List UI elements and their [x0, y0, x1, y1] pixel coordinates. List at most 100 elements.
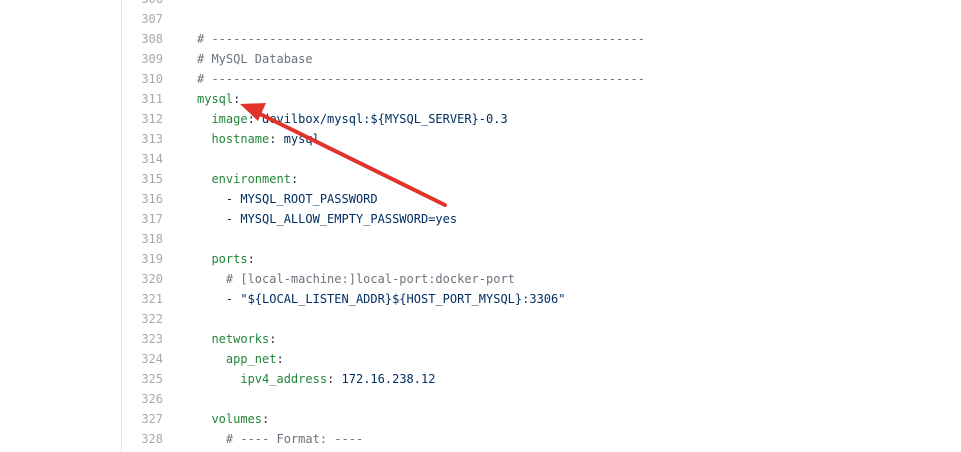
code-line: 325 ipv4_address: 172.16.238.12 [122, 369, 961, 389]
line-number[interactable]: 313 [141, 132, 163, 146]
line-number[interactable]: 310 [141, 72, 163, 86]
code-text [163, 309, 197, 329]
line-number[interactable]: 326 [141, 392, 163, 406]
yaml-separator: - [225, 212, 241, 226]
code-line: 315 environment: [122, 169, 961, 189]
yaml-separator: : [290, 172, 299, 186]
yaml-separator: : [269, 132, 284, 146]
line-number[interactable]: 315 [141, 172, 163, 186]
code-line: 314 [122, 149, 961, 169]
line-number[interactable]: 328 [141, 432, 163, 446]
line-number[interactable]: 312 [141, 112, 163, 126]
code-line: 328 # ---- Format: ---- [122, 429, 961, 449]
yaml-separator: : [276, 352, 284, 366]
code-comment: # ---- Format: ---- [225, 432, 364, 446]
yaml-value: MYSQL_ROOT_PASSWORD [240, 192, 378, 206]
code-indent [197, 172, 211, 186]
code-text [163, 229, 197, 249]
code-text [163, 0, 197, 9]
code-line: 316 - MYSQL_ROOT_PASSWORD [122, 189, 961, 209]
code-indent [197, 432, 226, 446]
line-number[interactable]: 306 [122, 0, 163, 9]
line-number[interactable]: 307 [141, 12, 163, 26]
code-text: mysql: [163, 89, 240, 109]
code-indent [197, 272, 226, 286]
code-line: 319 ports: [122, 249, 961, 269]
code-indent [197, 212, 226, 226]
code-line: 306 [122, 0, 961, 9]
code-indent [197, 292, 226, 306]
code-line: 323 networks: [122, 329, 961, 349]
line-number[interactable]: 323 [141, 332, 163, 346]
code-view: 306 307 308 # -----------------------------… [122, 0, 961, 449]
code-text: # --------------------------------------… [163, 69, 645, 89]
code-text: volumes: [163, 409, 269, 429]
code-text: - MYSQL_ALLOW_EMPTY_PASSWORD=yes [163, 209, 457, 229]
yaml-value: 172.16.238.12 [341, 372, 436, 386]
yaml-value: devilbox/mysql:${MYSQL_SERVER}-0.3 [262, 112, 508, 126]
line-number[interactable]: 318 [141, 232, 163, 246]
code-text: environment: [163, 169, 298, 189]
yaml-separator: - [225, 192, 241, 206]
line-number[interactable]: 319 [141, 252, 163, 266]
code-line: 326 [122, 389, 961, 409]
code-line: 318 [122, 229, 961, 249]
line-number[interactable]: 322 [141, 312, 163, 326]
yaml-separator: : [262, 412, 270, 426]
code-indent [197, 372, 240, 386]
line-number[interactable]: 324 [141, 352, 163, 366]
yaml-value: MYSQL_ALLOW_EMPTY_PASSWORD=yes [240, 212, 458, 226]
yaml-key: mysql [197, 92, 234, 106]
yaml-key: ports [211, 252, 248, 266]
code-text: image: devilbox/mysql:${MYSQL_SERVER}-0.… [163, 109, 508, 129]
code-text: # --------------------------------------… [163, 29, 645, 49]
code-text: - MYSQL_ROOT_PASSWORD [163, 189, 378, 209]
yaml-separator: : [233, 92, 241, 106]
line-number[interactable]: 317 [141, 212, 163, 226]
line-number[interactable]: 311 [141, 92, 163, 106]
code-line: 312 image: devilbox/mysql:${MYSQL_SERVER… [122, 109, 961, 129]
code-text: # [local-machine:]local-port:docker-port [163, 269, 515, 289]
code-text [163, 389, 197, 409]
yaml-key: image [211, 112, 248, 126]
code-text: app_net: [163, 349, 284, 369]
line-number[interactable]: 320 [141, 272, 163, 286]
yaml-key: environment [211, 172, 291, 186]
code-line: 310 # -----------------------------------… [122, 69, 961, 89]
line-number[interactable]: 321 [141, 292, 163, 306]
code-text: hostname: mysql [163, 129, 320, 149]
yaml-separator: : [247, 252, 255, 266]
code-comment: # [local-machine:]local-port:docker-port [225, 272, 515, 286]
code-text [163, 9, 197, 29]
code-indent [197, 132, 211, 146]
code-line: 308 # -----------------------------------… [122, 29, 961, 49]
line-number[interactable]: 308 [141, 32, 163, 46]
yaml-key: networks [211, 332, 270, 346]
code-indent [197, 352, 226, 366]
yaml-value: mysql [283, 132, 320, 146]
code-line: 324 app_net: [122, 349, 961, 369]
code-text: ipv4_address: 172.16.238.12 [163, 369, 435, 389]
yaml-key: app_net [225, 352, 277, 366]
code-line: 321 - "${LOCAL_LISTEN_ADDR}${HOST_PORT_M… [122, 289, 961, 309]
line-number[interactable]: 316 [141, 192, 163, 206]
yaml-value: "${LOCAL_LISTEN_ADDR}${HOST_PORT_MYSQL}:… [240, 292, 566, 306]
code-text: ports: [163, 249, 255, 269]
code-line: 322 [122, 309, 961, 329]
code-panel-border [121, 0, 122, 452]
code-comment: # --------------------------------------… [197, 32, 645, 46]
code-comment: # --------------------------------------… [197, 72, 645, 86]
line-number[interactable]: 314 [141, 152, 163, 166]
code-text: # MySQL Database [163, 49, 313, 69]
yaml-separator: : [327, 372, 342, 386]
code-indent [197, 252, 211, 266]
code-line: 313 hostname: mysql [122, 129, 961, 149]
code-indent [197, 332, 211, 346]
code-line: 327 volumes: [122, 409, 961, 429]
yaml-key: hostname [211, 132, 270, 146]
line-number[interactable]: 309 [141, 52, 163, 66]
line-number[interactable]: 327 [141, 412, 163, 426]
line-number[interactable]: 325 [141, 372, 163, 386]
code-line: 320 # [local-machine:]local-port:docker-… [122, 269, 961, 289]
